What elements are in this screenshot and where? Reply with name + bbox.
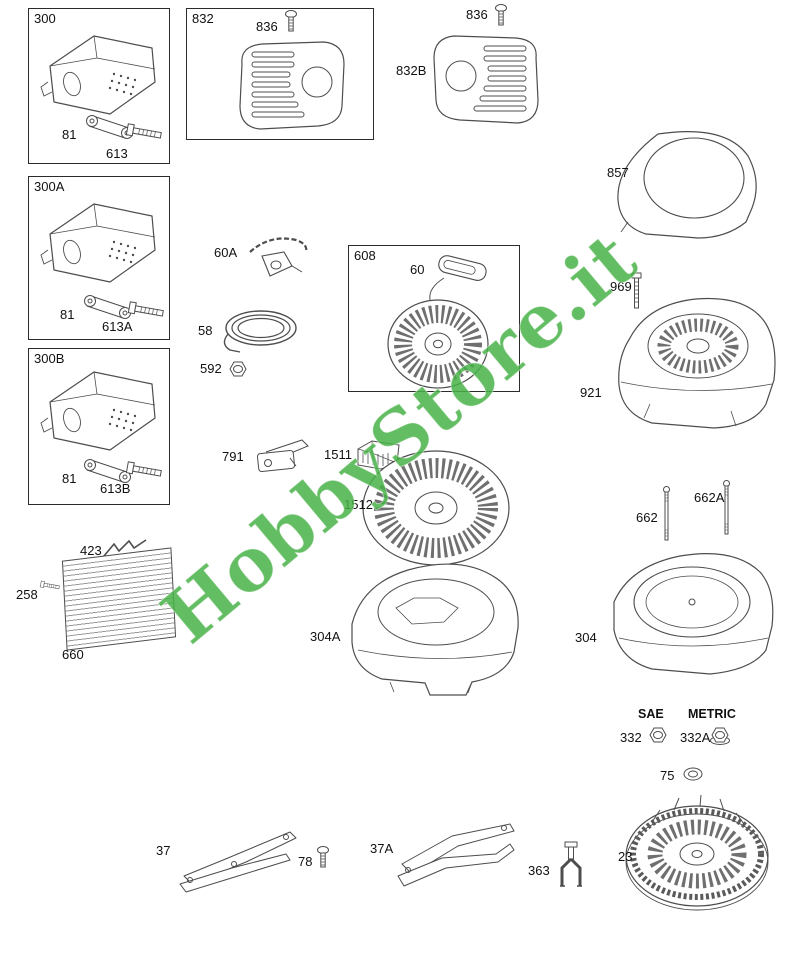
bolt-drawing-613A <box>127 301 165 320</box>
washer-drawing-75 <box>683 767 703 781</box>
baffle-drawing-857 <box>617 131 757 239</box>
blower-housing-drawing-304 <box>613 553 774 675</box>
part-label-332: 332 <box>620 730 642 745</box>
fork-drawing-363 <box>560 841 582 887</box>
part-label-857: 857 <box>607 165 629 180</box>
part-label-78: 78 <box>298 854 313 869</box>
screw-drawing-836 <box>285 10 297 32</box>
part-label-75: 75 <box>660 768 675 783</box>
muffler-drawing-300A <box>40 203 156 283</box>
part-label-304: 304 <box>575 630 597 645</box>
part-label-921: 921 <box>580 385 602 400</box>
part-label-613A: 613A <box>102 319 133 334</box>
rope-coil-drawing-58 <box>223 310 297 353</box>
bolt-drawing-613 <box>125 123 163 142</box>
part-label-81: 81 <box>62 471 77 486</box>
rewind-starter-drawing-60 <box>387 255 489 389</box>
part-label-662A: 662A <box>694 490 725 505</box>
part-label-1512: 1512 <box>344 497 373 512</box>
finned-block-drawing-1511 <box>357 440 400 470</box>
bracket-drawing-37A <box>397 823 515 887</box>
part-label-23: 23 <box>618 849 633 864</box>
bolt-drawing-613B <box>125 461 163 480</box>
nut-drawing-332A <box>710 727 730 745</box>
group-box-608 <box>348 245 520 392</box>
part-label-37: 37 <box>156 843 171 858</box>
part-label-969: 969 <box>610 279 632 294</box>
nut-drawing-592 <box>229 361 247 377</box>
rope-guide-drawing-60A <box>249 237 308 277</box>
part-label-423: 423 <box>80 543 102 558</box>
group-box-300A <box>28 176 170 340</box>
part-label-81: 81 <box>62 127 77 142</box>
part-label-60A: 60A <box>214 245 238 260</box>
part-label-258: 258 <box>16 587 38 602</box>
group-label-300A: 300A <box>34 179 65 194</box>
metric-header: METRIC <box>688 707 736 721</box>
part-label-1511: 1511 <box>324 447 352 462</box>
flywheel-drawing-23 <box>625 794 769 911</box>
part-label-791: 791 <box>222 449 244 464</box>
part-label-60: 60 <box>410 262 425 277</box>
part-label-81: 81 <box>60 307 75 322</box>
part-label-37A: 37A <box>370 841 394 856</box>
part-label-592: 592 <box>200 361 222 376</box>
group-box-300B <box>28 348 170 505</box>
part-label-363: 363 <box>528 863 550 878</box>
blower-housing-drawing-921 <box>618 297 776 429</box>
part-label-332A: 332A <box>680 730 711 745</box>
sae-header: SAE <box>638 707 664 721</box>
group-label-832: 832 <box>192 11 214 26</box>
screw-drawing-258 <box>39 580 60 591</box>
stud-drawing-662 <box>663 486 670 541</box>
arm-drawing-81 <box>84 295 131 319</box>
part-label-836b: 836 <box>466 7 488 22</box>
group-box-832 <box>186 8 374 140</box>
part-label-613B: 613B <box>100 481 131 496</box>
part-label-832B: 832B <box>396 63 427 78</box>
bracket-drawing-791 <box>256 439 309 473</box>
muffler-drawing-300B <box>40 371 156 451</box>
bracket-drawing-37 <box>179 831 297 893</box>
group-box-300 <box>28 8 170 164</box>
part-label-660: 660 <box>62 647 84 662</box>
guard-drawing-832 <box>239 41 345 130</box>
group-label-300B: 300B <box>34 351 65 366</box>
guard-drawing-832B <box>433 35 539 124</box>
blower-housing-drawing-304A <box>351 563 519 696</box>
group-label-300: 300 <box>34 11 56 26</box>
part-label-304A: 304A <box>310 629 341 644</box>
part-label-836: 836 <box>256 19 278 34</box>
part-label-662: 662 <box>636 510 658 525</box>
group-label-608: 608 <box>354 248 376 263</box>
rotating-screen-drawing-1512 <box>362 450 510 566</box>
nut-drawing-332 <box>649 727 667 743</box>
screw-drawing-78 <box>317 846 329 868</box>
part-label-613: 613 <box>106 146 128 161</box>
muffler-drawing-300 <box>40 35 156 115</box>
fin-stack-drawing-660 <box>61 547 177 651</box>
stud-drawing-662A <box>723 480 730 535</box>
part-label-58: 58 <box>198 323 213 338</box>
screw-drawing-836b <box>495 4 507 26</box>
